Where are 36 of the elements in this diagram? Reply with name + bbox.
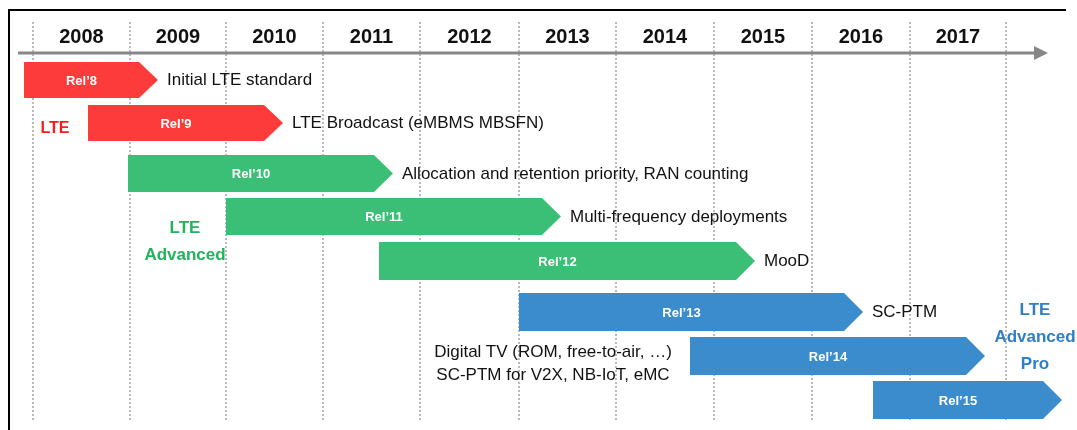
feature-description: LTE Broadcast (eMBMS MBSFN) xyxy=(292,112,544,134)
release-label: Rel’9 xyxy=(159,114,193,133)
technology-label: LTE xyxy=(39,118,71,138)
year-label: 2009 xyxy=(154,24,202,48)
release-bar xyxy=(519,293,863,331)
year-label: 2016 xyxy=(837,24,885,48)
release-bar xyxy=(873,381,1062,419)
year-label: 2014 xyxy=(641,24,689,48)
year-label: 2017 xyxy=(934,24,982,48)
release-bar xyxy=(690,337,985,375)
feature-description: Digital TV (ROM, free-to-air, …) SC-PTM for V2X, NB-IoT, eMC xyxy=(433,341,673,386)
feature-description: Allocation and retention priority, RAN counting xyxy=(402,162,749,185)
release-label: Rel’10 xyxy=(230,165,272,183)
feature-description: MooD xyxy=(764,250,810,272)
release-bar xyxy=(226,198,561,235)
release-label: Rel’12 xyxy=(537,252,578,271)
feature-description: SC-PTM xyxy=(872,301,938,323)
release-label: Rel’13 xyxy=(661,303,702,322)
release-label: Rel’8 xyxy=(64,71,99,90)
year-label: 2008 xyxy=(58,24,105,48)
release-bar xyxy=(379,242,755,280)
release-bar xyxy=(24,62,158,98)
release-label: Rel’11 xyxy=(364,208,404,226)
feature-description: Initial LTE standard xyxy=(167,69,313,91)
release-label: Rel’15 xyxy=(937,391,979,410)
year-label: 2011 xyxy=(348,24,395,48)
technology-label: LTE Advanced xyxy=(143,217,227,266)
feature-description: Multi-frequency deployments xyxy=(570,205,788,228)
technology-label: LTE Advanced Pro xyxy=(993,299,1077,375)
release-label: Rel’14 xyxy=(807,347,849,366)
year-label: 2013 xyxy=(544,24,591,48)
release-bar xyxy=(88,105,283,141)
year-label: 2010 xyxy=(251,24,298,48)
year-label: 2012 xyxy=(446,24,493,48)
release-bar xyxy=(128,155,393,192)
year-label: 2015 xyxy=(739,24,787,48)
